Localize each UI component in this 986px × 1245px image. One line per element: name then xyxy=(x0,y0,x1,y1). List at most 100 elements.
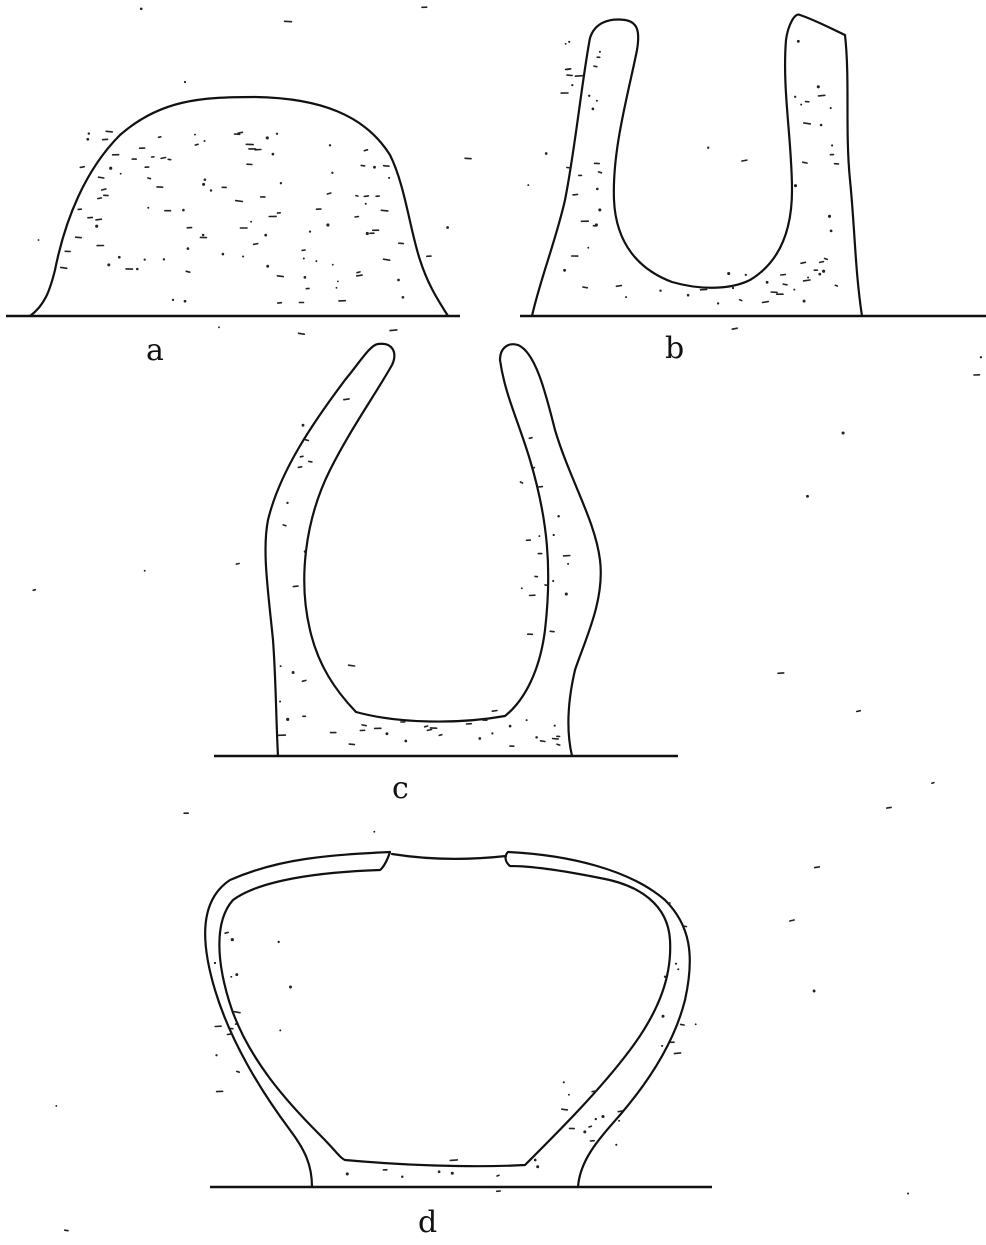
stipple-dot xyxy=(538,535,540,537)
stipple-mark xyxy=(439,735,442,736)
stipple-mark xyxy=(236,201,243,202)
stipple-dot xyxy=(280,665,282,667)
stipple-dot xyxy=(144,258,146,260)
stipple-dot xyxy=(592,108,595,111)
stipple-dot xyxy=(329,144,331,146)
stipple-dot xyxy=(794,96,796,98)
stipple-dot xyxy=(210,189,212,191)
stipple-dot xyxy=(571,84,573,86)
stipple-mark xyxy=(357,275,362,276)
stipple-dot xyxy=(553,534,555,536)
stipple-dot xyxy=(346,1172,349,1175)
stipple-mark xyxy=(825,259,828,260)
stipple-dot xyxy=(331,172,333,174)
stipple-dot xyxy=(172,299,174,301)
stipple-dot xyxy=(276,133,278,135)
stipple-dot xyxy=(534,1159,537,1162)
stipple-mark xyxy=(390,330,397,331)
stipple-dot xyxy=(533,467,535,469)
stipple-dot xyxy=(907,1192,909,1194)
stipple-mark xyxy=(76,237,82,238)
stipple-mark xyxy=(159,137,161,138)
stipple-dot xyxy=(766,281,769,284)
stipple-dot xyxy=(545,152,548,155)
stipple-dot xyxy=(567,563,569,565)
stipple-dot xyxy=(222,253,225,256)
panel-c-label: c xyxy=(392,771,409,806)
stipple-dot xyxy=(366,232,369,235)
stipple-dot xyxy=(292,671,295,674)
stipple-mark xyxy=(589,1126,591,1127)
stipple-dot xyxy=(184,300,187,303)
stipple-mark xyxy=(384,166,389,167)
stipple-mark xyxy=(305,440,308,441)
stipple-mark xyxy=(887,807,891,808)
stipple-dot xyxy=(695,1023,697,1025)
stipple-mark xyxy=(740,300,742,301)
stipple-dot xyxy=(817,85,820,88)
stipple-dot xyxy=(204,178,207,181)
stipple-dot xyxy=(184,81,186,83)
stipple-dot xyxy=(163,258,165,260)
stipple-dot xyxy=(830,230,833,233)
stipple-dot xyxy=(822,270,825,273)
stipple-mark xyxy=(227,1034,231,1035)
panel-d-stipple xyxy=(214,902,687,1178)
stipple-mark xyxy=(801,262,805,263)
stipple-dot xyxy=(214,962,216,964)
stipple-mark xyxy=(857,711,861,712)
stipple-mark xyxy=(684,926,687,927)
stipple-dot xyxy=(272,153,275,156)
stipple-dot xyxy=(717,302,719,304)
stipple-mark xyxy=(236,564,239,565)
stipple-mark xyxy=(492,711,497,712)
stipple-mark xyxy=(819,95,825,96)
stipple-mark xyxy=(520,482,522,483)
stipple-dot xyxy=(88,132,90,134)
stipple-mark xyxy=(616,286,621,287)
stipple-dot xyxy=(215,1054,217,1056)
stipple-dot xyxy=(86,138,89,141)
stipple-mark xyxy=(820,262,824,263)
stipple-dot xyxy=(373,831,375,833)
stipple-dot xyxy=(336,287,338,289)
stipple-dot xyxy=(732,287,734,289)
stipple-mark xyxy=(545,585,548,586)
stipple-dot xyxy=(109,167,112,170)
stipple-dot xyxy=(230,976,232,978)
stipple-mark xyxy=(815,867,820,868)
stipple-mark xyxy=(102,189,106,190)
panel-c: c xyxy=(214,344,678,806)
stipple-dot xyxy=(675,963,677,965)
panel-a-dome-outline xyxy=(30,97,448,316)
stipple-dot xyxy=(438,1170,441,1173)
stipple-dot xyxy=(565,592,568,595)
panel-a: a xyxy=(6,97,460,368)
stipple-dot xyxy=(302,424,305,427)
stipple-mark xyxy=(299,333,305,334)
stipple-dot xyxy=(304,550,307,553)
stipple-mark xyxy=(344,399,349,400)
stipple-dot xyxy=(385,732,388,735)
stipple-mark xyxy=(557,744,560,745)
stipple-mark xyxy=(65,1230,68,1231)
stipple-dot xyxy=(289,986,292,989)
panel-b-stipple xyxy=(561,40,837,305)
panel-b-label: b xyxy=(665,331,684,366)
stipple-mark xyxy=(302,680,306,681)
stipple-mark xyxy=(803,162,807,163)
stipple-mark xyxy=(237,1071,240,1072)
stipple-dot xyxy=(803,300,806,303)
stipple-dot xyxy=(202,183,205,186)
stipple-dot xyxy=(326,223,329,226)
stipple-dot xyxy=(95,225,98,228)
stipple-dot xyxy=(745,274,747,276)
stipple-mark xyxy=(96,219,101,220)
stipple-mark xyxy=(450,1160,457,1161)
panel-d-opening-gap xyxy=(392,854,506,859)
stipple-dot xyxy=(303,257,305,259)
stipple-dot xyxy=(203,140,205,142)
stipple-dot xyxy=(279,1029,281,1031)
stipple-dot xyxy=(402,296,405,299)
stipple-mark xyxy=(529,438,532,439)
